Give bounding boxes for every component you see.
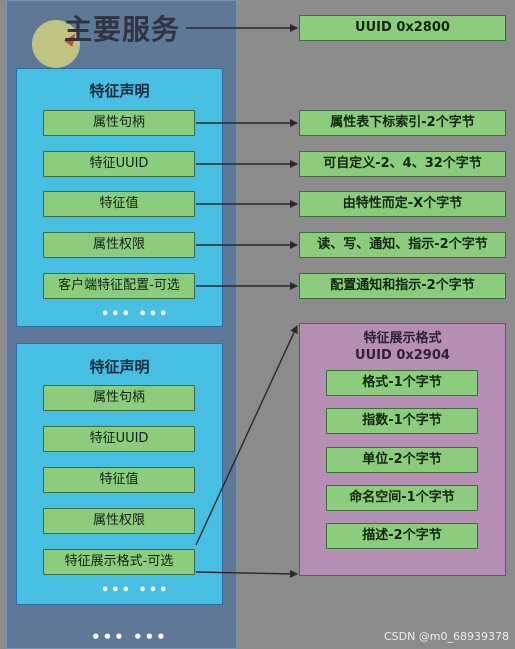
format-field-description: 描述-2个字节 [326, 523, 478, 549]
description-permission: 读、写、通知、指示-2个字节 [299, 232, 506, 258]
presentation-format-title: 特征展示格式 UUID 0x2904 [299, 330, 506, 364]
format-field-unit: 单位-2个字节 [326, 447, 478, 473]
declaration-2-field-value: 特征值 [43, 467, 195, 493]
declaration-1-field-handle: 属性句柄 [43, 110, 195, 136]
declaration-1-field-permission: 属性权限 [43, 232, 195, 258]
declaration-1-field-client-config: 客户端特征配置-可选 [43, 273, 195, 299]
declaration-2-field-handle: 属性句柄 [43, 385, 195, 411]
declaration-1-more-dots: ••• ••• [101, 307, 170, 322]
service-title: 主要服务 [64, 13, 181, 46]
description-handle: 属性表下标索引-2个字节 [299, 110, 506, 136]
watermark: CSDN @m0_68939378 [383, 630, 509, 643]
description-value: 由特性而定-X个字节 [299, 191, 506, 217]
cursor-highlight-icon [32, 20, 80, 68]
service-uuid-box: UUID 0x2800 [299, 15, 506, 41]
arrow-to-format-panel-top [195, 325, 298, 546]
format-field-namespace: 命名空间-1个字节 [326, 485, 478, 511]
declaration-2-more-dots: ••• ••• [101, 583, 170, 598]
format-field-exponent: 指数-1个字节 [326, 408, 478, 434]
service-more-dots: ••• ••• [91, 628, 168, 646]
presentation-format-name: 特征展示格式 [363, 331, 442, 346]
declaration-1-field-uuid: 特征UUID [43, 151, 195, 177]
presentation-format-uuid: UUID 0x2904 [355, 348, 450, 363]
declaration-2-title: 特征声明 [89, 358, 150, 376]
declaration-1-field-value: 特征值 [43, 191, 195, 217]
description-client-config: 配置通知和指示-2个字节 [299, 273, 506, 299]
format-field-format: 格式-1个字节 [326, 370, 478, 396]
declaration-1-title: 特征声明 [89, 82, 150, 100]
arrow-to-format-panel-bottom [195, 569, 298, 578]
declaration-2-field-presentation-format: 特征展示格式-可选 [43, 549, 195, 575]
description-uuid: 可自定义-2、4、32个字节 [299, 151, 506, 177]
declaration-2-field-permission: 属性权限 [43, 508, 195, 534]
declaration-2-field-uuid: 特征UUID [43, 426, 195, 452]
